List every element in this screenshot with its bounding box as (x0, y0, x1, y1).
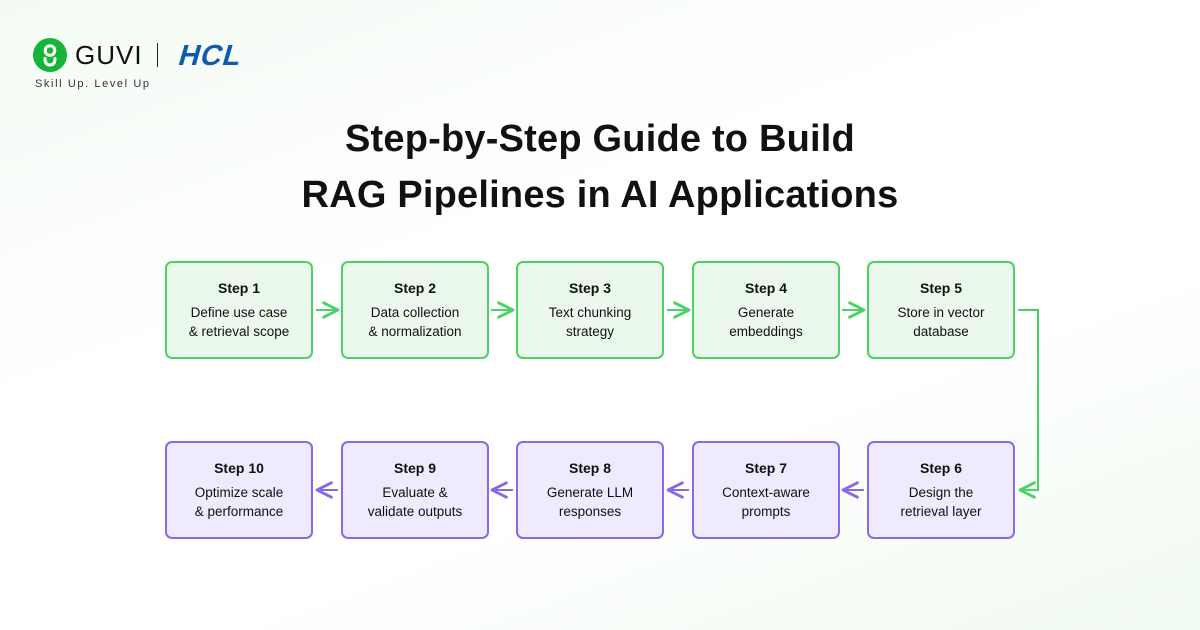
hcl-logo-icon: HCL (175, 40, 247, 70)
step-7-box: Step 7 Context-aware prompts (692, 441, 840, 539)
arrow-step5-to-step6 (1018, 309, 1039, 499)
step-label: Step 1 (217, 279, 260, 296)
step-10-box: Step 10 Optimize scale & performance (165, 441, 313, 539)
step-description: Optimize scale & performance (194, 484, 284, 519)
brand-divider (156, 43, 159, 67)
step-label: Step 8 (568, 459, 611, 476)
step-label: Step 3 (568, 279, 611, 296)
step-label: Step 7 (744, 459, 787, 476)
step-description: Context-aware prompts (722, 484, 810, 519)
step-description: Generate embeddings (729, 304, 803, 339)
step-label: Step 2 (393, 279, 436, 296)
step-description: Evaluate & validate outputs (367, 484, 463, 519)
step-label: Step 4 (744, 279, 787, 296)
guvi-logo-icon (33, 38, 67, 72)
brand-logos: GUVI HCL (33, 38, 302, 72)
step-description: Text chunking strategy (548, 304, 632, 339)
step-3-box: Step 3 Text chunking strategy (516, 261, 664, 359)
brand-tagline: Skill Up. Level Up (35, 78, 151, 90)
step-label: Step 10 (214, 459, 264, 476)
step-5-box: Step 5 Store in vector database (867, 261, 1015, 359)
page-title-line-1: Step-by-Step Guide to Build (345, 118, 855, 160)
step-description: Data collection & normalization (368, 304, 462, 339)
step-description: Design the retrieval layer (900, 484, 982, 519)
step-description: Generate LLM responses (546, 484, 634, 519)
step-6-box: Step 6 Design the retrieval layer (867, 441, 1015, 539)
step-8-box: Step 8 Generate LLM responses (516, 441, 664, 539)
step-description: Define use case & retrieval scope (188, 304, 290, 339)
step-label: Step 5 (919, 279, 962, 296)
step-label: Step 9 (393, 459, 436, 476)
step-4-box: Step 4 Generate embeddings (692, 261, 840, 359)
step-1-box: Step 1 Define use case & retrieval scope (165, 261, 313, 359)
hcl-wordmark: HCL (175, 40, 247, 70)
brand-header: GUVI HCL Skill Up. Level Up (33, 38, 302, 90)
step-label: Step 6 (919, 459, 962, 476)
step-description: Store in vector database (897, 304, 985, 339)
page-title-line-2: RAG Pipelines in AI Applications (301, 174, 899, 216)
step-9-box: Step 9 Evaluate & validate outputs (341, 441, 489, 539)
step-2-box: Step 2 Data collection & normalization (341, 261, 489, 359)
guvi-wordmark: GUVI (75, 40, 143, 70)
